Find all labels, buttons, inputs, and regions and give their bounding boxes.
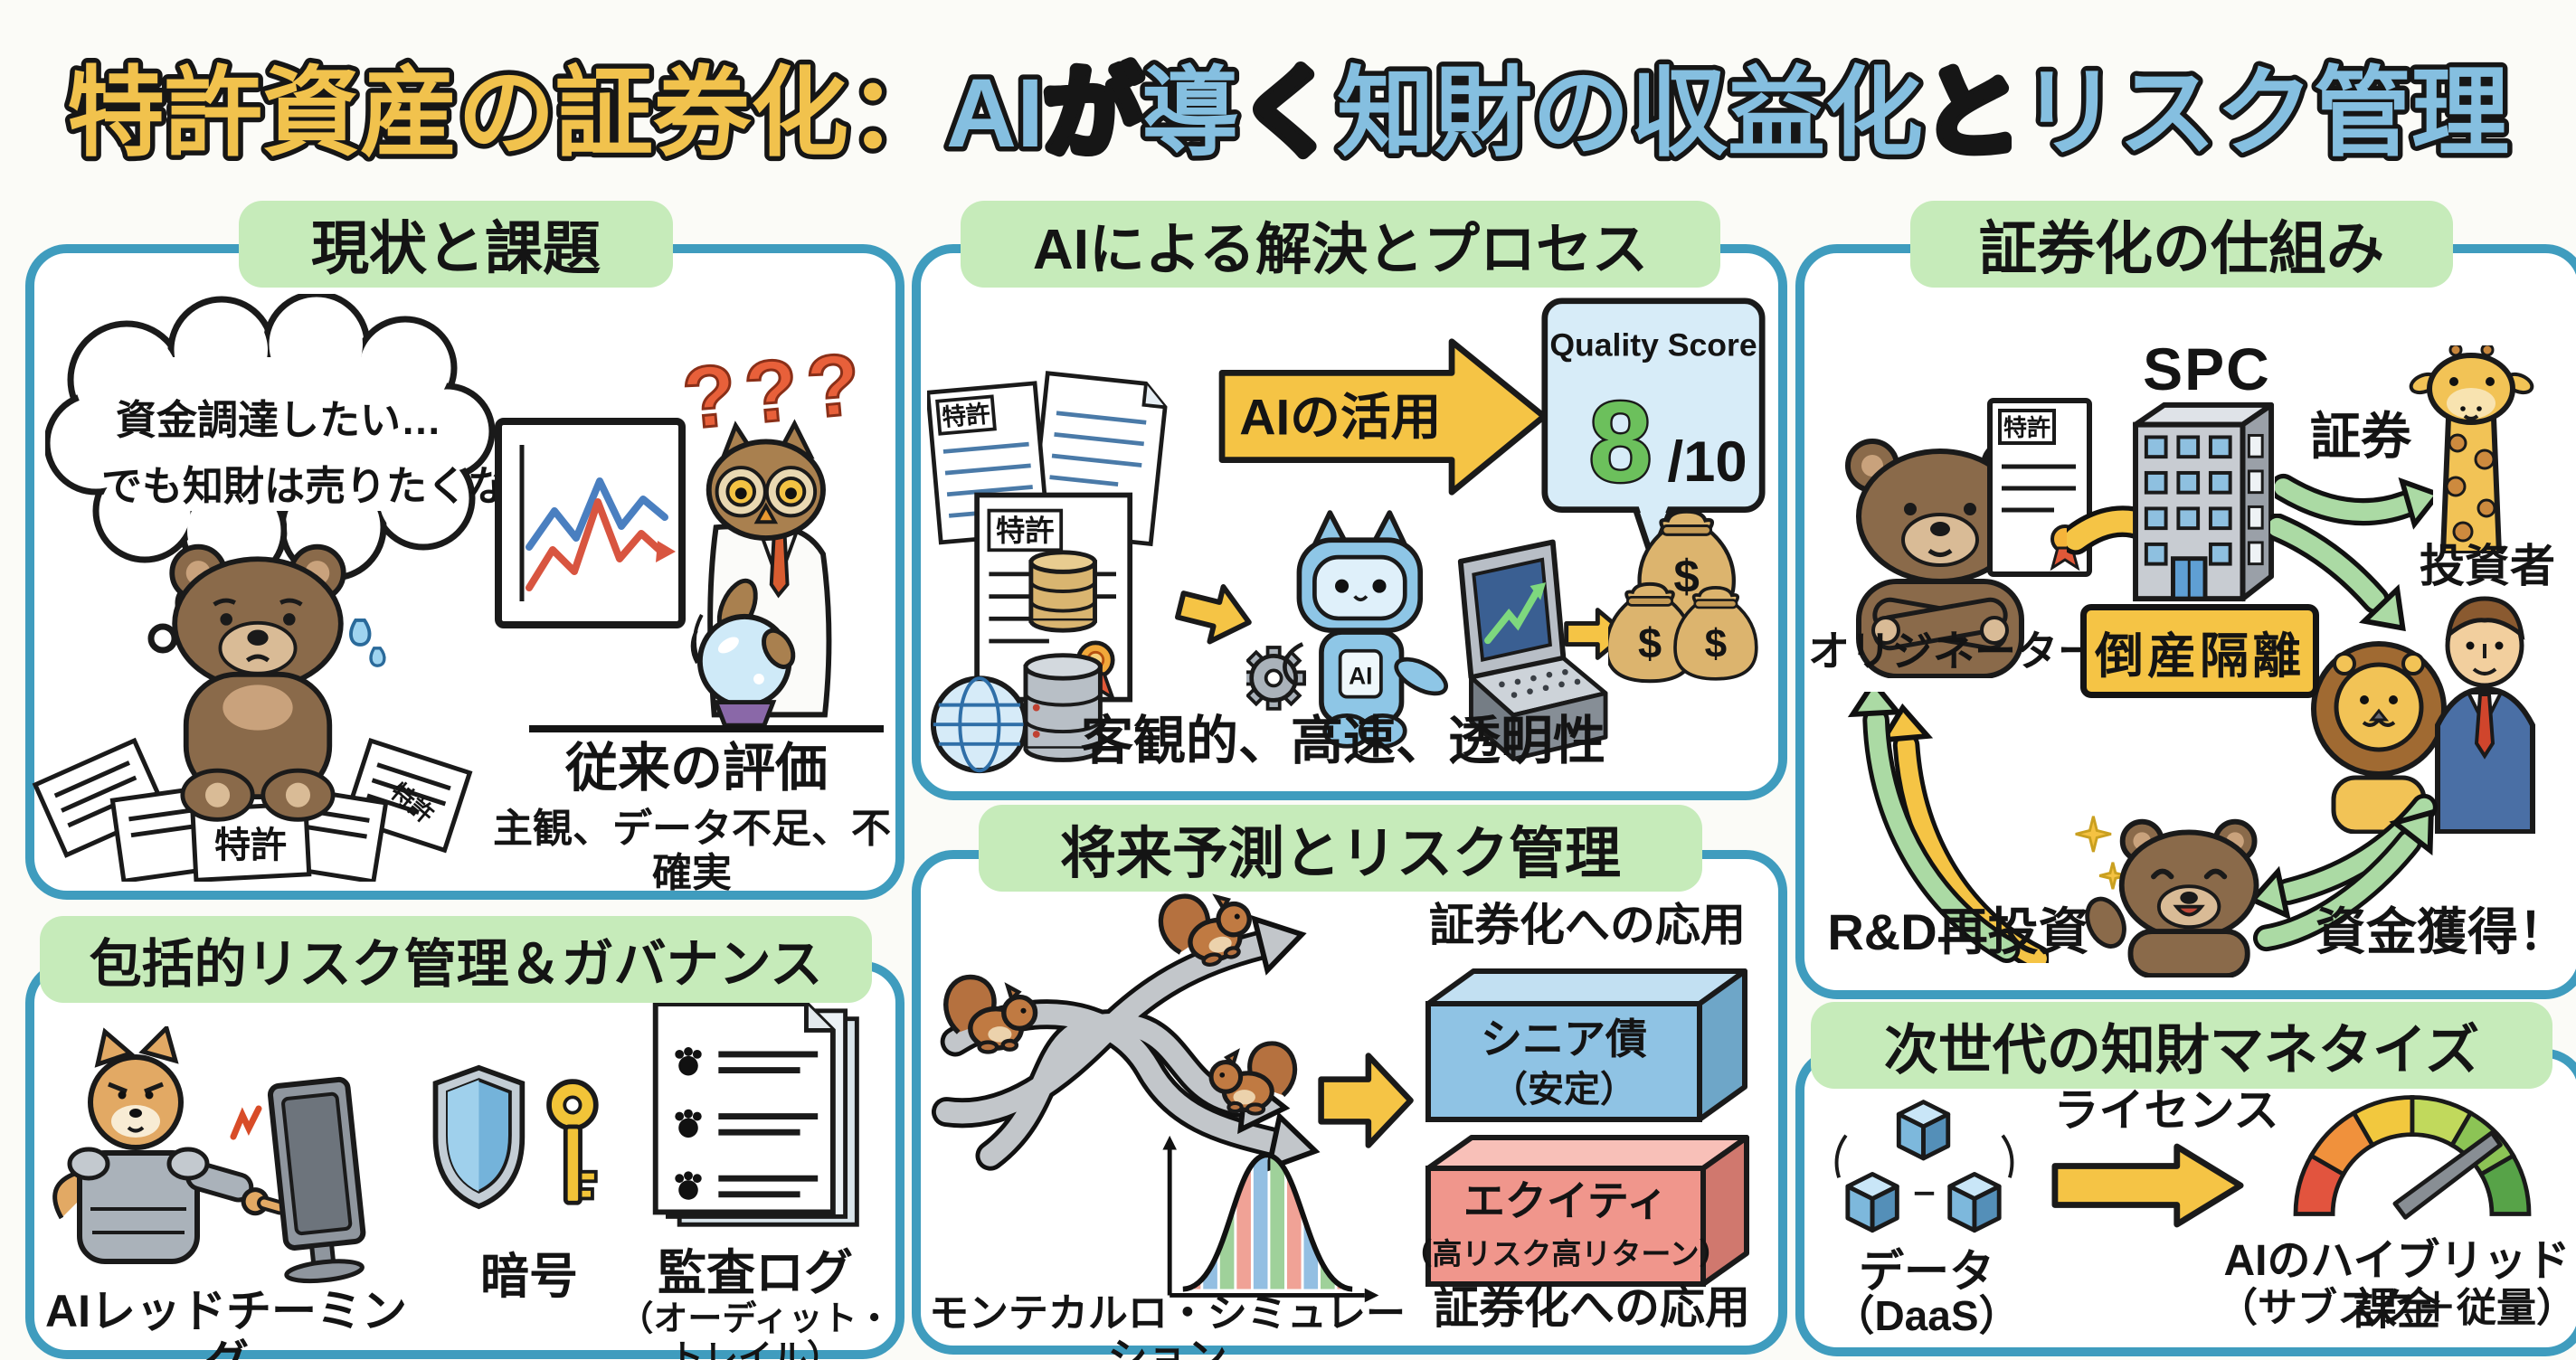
- header-monetize: 次世代の知財マネタイズ: [1811, 1002, 2552, 1089]
- caption-traditional-eval: 従来の評価: [564, 739, 828, 798]
- gauge-needle: [2392, 1130, 2503, 1220]
- label-crypto: 暗号: [480, 1250, 578, 1304]
- svg-text:$: $: [1705, 622, 1728, 666]
- money-bags-icon: $ $ $: [1608, 509, 1758, 684]
- hybrid-billing-gauge-icon: [2293, 1095, 2532, 1220]
- tranche-arrow: [1318, 1053, 1414, 1148]
- header-current-status: 現状と課題: [239, 201, 673, 288]
- lion-icon: [2311, 641, 2447, 834]
- label-monte-carlo: モンテカルロ・シミュレーション: [928, 1291, 1406, 1360]
- label-spc: SPC: [2143, 335, 2271, 402]
- thought-text-2: でも知財は売りたくない: [101, 463, 497, 509]
- svg-text:特許: 特許: [2003, 414, 2050, 441]
- label-rd-reinvest: R&D再投資: [1827, 903, 2089, 960]
- senior-tranche-box: シニア債 （安定）: [1425, 968, 1747, 1122]
- audit-log-icon: [652, 1001, 859, 1227]
- page-title: 特許資産の証券化：AIが導く知財の収益化とリスク管理: [62, 53, 2514, 173]
- distribution-chart-icon: [1162, 1135, 1379, 1303]
- monte-carlo-paths-icon: [931, 891, 1321, 1173]
- svg-text:（安定）: （安定）: [1492, 1070, 1636, 1110]
- happy-bear-icon: [2075, 816, 2259, 978]
- label-data: データ: [1859, 1246, 1994, 1297]
- equity-tranche-box: エクイティ （高リスク高リターン）: [1416, 1135, 1749, 1287]
- svg-text:シニア債: シニア債: [1481, 1015, 1647, 1062]
- svg-text:（高リスク高リターン）: （高リスク高リターン）: [1416, 1237, 1729, 1270]
- sad-bear-icon: [169, 543, 386, 822]
- svg-text:特許資産の証券化：AIが導く知財の収益化とリスク管理: 特許資産の証券化：AIが導く知財の収益化とリスク管理: [67, 58, 2509, 167]
- header-forecast: 将来予測とリスク管理: [979, 805, 1702, 892]
- analysis-terminal-icon: [1457, 539, 1608, 761]
- rd-reinvest-arrows: [1847, 692, 2049, 963]
- svg-text:/10: /10: [1668, 430, 1747, 494]
- label-red-teaming: AIレッドチーミング: [45, 1286, 407, 1360]
- svg-text:Quality Score: Quality Score: [1549, 326, 1757, 363]
- giraffe-icon: [2409, 345, 2534, 553]
- gear-icon: [1246, 646, 1306, 711]
- ai-utilization-arrow: AIの活用: [1218, 338, 1548, 496]
- label-subscription: （サブスク＋従量）: [2218, 1286, 2576, 1330]
- sweat-drop-icon: [349, 618, 372, 647]
- key-icon: [546, 1079, 599, 1205]
- label-originator: オリジネーター: [1808, 628, 2099, 675]
- svg-text:AIの活用: AIの活用: [1239, 389, 1441, 446]
- tie: [769, 533, 790, 599]
- crystal-ball-base: [713, 700, 777, 728]
- label-application-bottom: 証券化への応用: [1434, 1282, 1750, 1333]
- originator-bear-icon: [1845, 439, 2035, 678]
- arrow-spc-to-investor-2: [2270, 514, 2406, 632]
- license-arrow: [2051, 1143, 2244, 1228]
- sparkle-icon: [2075, 816, 2112, 853]
- label-hybrid-billing: AIのハイブリッド課金: [2223, 1237, 2571, 1334]
- robot-chest-label: AI: [1349, 663, 1372, 690]
- owl-fortune-teller-icon: [690, 419, 832, 728]
- header-governance: 包括的リスク管理＆ガバナンス: [40, 916, 872, 1003]
- quality-score-bubble: Quality Score 8 /10: [1541, 298, 1766, 567]
- label-audit-trail: （オーディット・トレイル）: [619, 1300, 892, 1360]
- label-audit-log: 監査ログ: [658, 1246, 853, 1300]
- shield-key-icon: [432, 1064, 599, 1210]
- label-funds-acquired: 資金獲得！: [2316, 903, 2569, 960]
- bankruptcy-isolation-badge: 倒産隔離: [2080, 604, 2319, 698]
- flow-arrow-small: [1174, 584, 1252, 645]
- header-ai-process: AIによる解決とプロセス: [961, 201, 1720, 288]
- svg-text:特許: 特許: [941, 400, 991, 431]
- data-sources-icon: [930, 550, 1103, 774]
- suit: [2435, 685, 2535, 834]
- title-seg-gold: 特許資産の証券化：: [67, 58, 946, 167]
- label-application-top: 証券化への応用: [1429, 900, 1746, 950]
- thought-bubble: 資金調達したい… でも知財は売りたくない: [45, 294, 497, 654]
- patent-doc-small-icon: 特許: [1987, 398, 2092, 577]
- line-chart-icon: [495, 418, 686, 628]
- svg-text:$: $: [1673, 551, 1700, 602]
- svg-text:$: $: [1638, 619, 1662, 667]
- funds-exchange-arrows: [2248, 793, 2438, 952]
- knight-dog-icon: [52, 1026, 366, 1284]
- paw-print-icon: [675, 1047, 702, 1200]
- svg-text:特許: 特許: [996, 515, 1055, 547]
- label-license: ライセンス: [2053, 1085, 2279, 1136]
- label-investors: 投資者: [2420, 541, 2555, 591]
- caption-traditional-eval-sub: 主観、データ不足、不確実: [493, 807, 891, 896]
- score-value: 8: [1589, 380, 1653, 505]
- question-marks: ???: [677, 334, 874, 449]
- label-securities: 証券: [2310, 408, 2411, 465]
- database-icon-2: [1023, 653, 1103, 762]
- ai-robot-cat-icon: AI: [1246, 510, 1448, 749]
- database-icon: [1028, 550, 1097, 633]
- tie: [2474, 693, 2496, 760]
- alert-spark-icon: [230, 1105, 262, 1140]
- table-edge: [529, 725, 884, 732]
- paper-label: 特許: [214, 826, 287, 865]
- svg-text:エクイティ: エクイティ: [1463, 1177, 1668, 1224]
- thought-text-1: 資金調達したい…: [116, 397, 441, 443]
- label-daas: （DaaS）: [1833, 1292, 2021, 1339]
- investor-man-icon: [2435, 596, 2535, 834]
- data-cubes-icon: [1834, 1090, 2014, 1252]
- header-securitization: 証券化の仕組み: [1910, 201, 2453, 288]
- caption-objective-fast: 客観的、高速、透明性: [1080, 712, 1605, 770]
- arrow-spc-to-investor-1: [2275, 473, 2433, 530]
- hair: [2445, 596, 2525, 641]
- monitor-icon: [267, 1076, 366, 1284]
- spc-building-icon: [2133, 401, 2275, 602]
